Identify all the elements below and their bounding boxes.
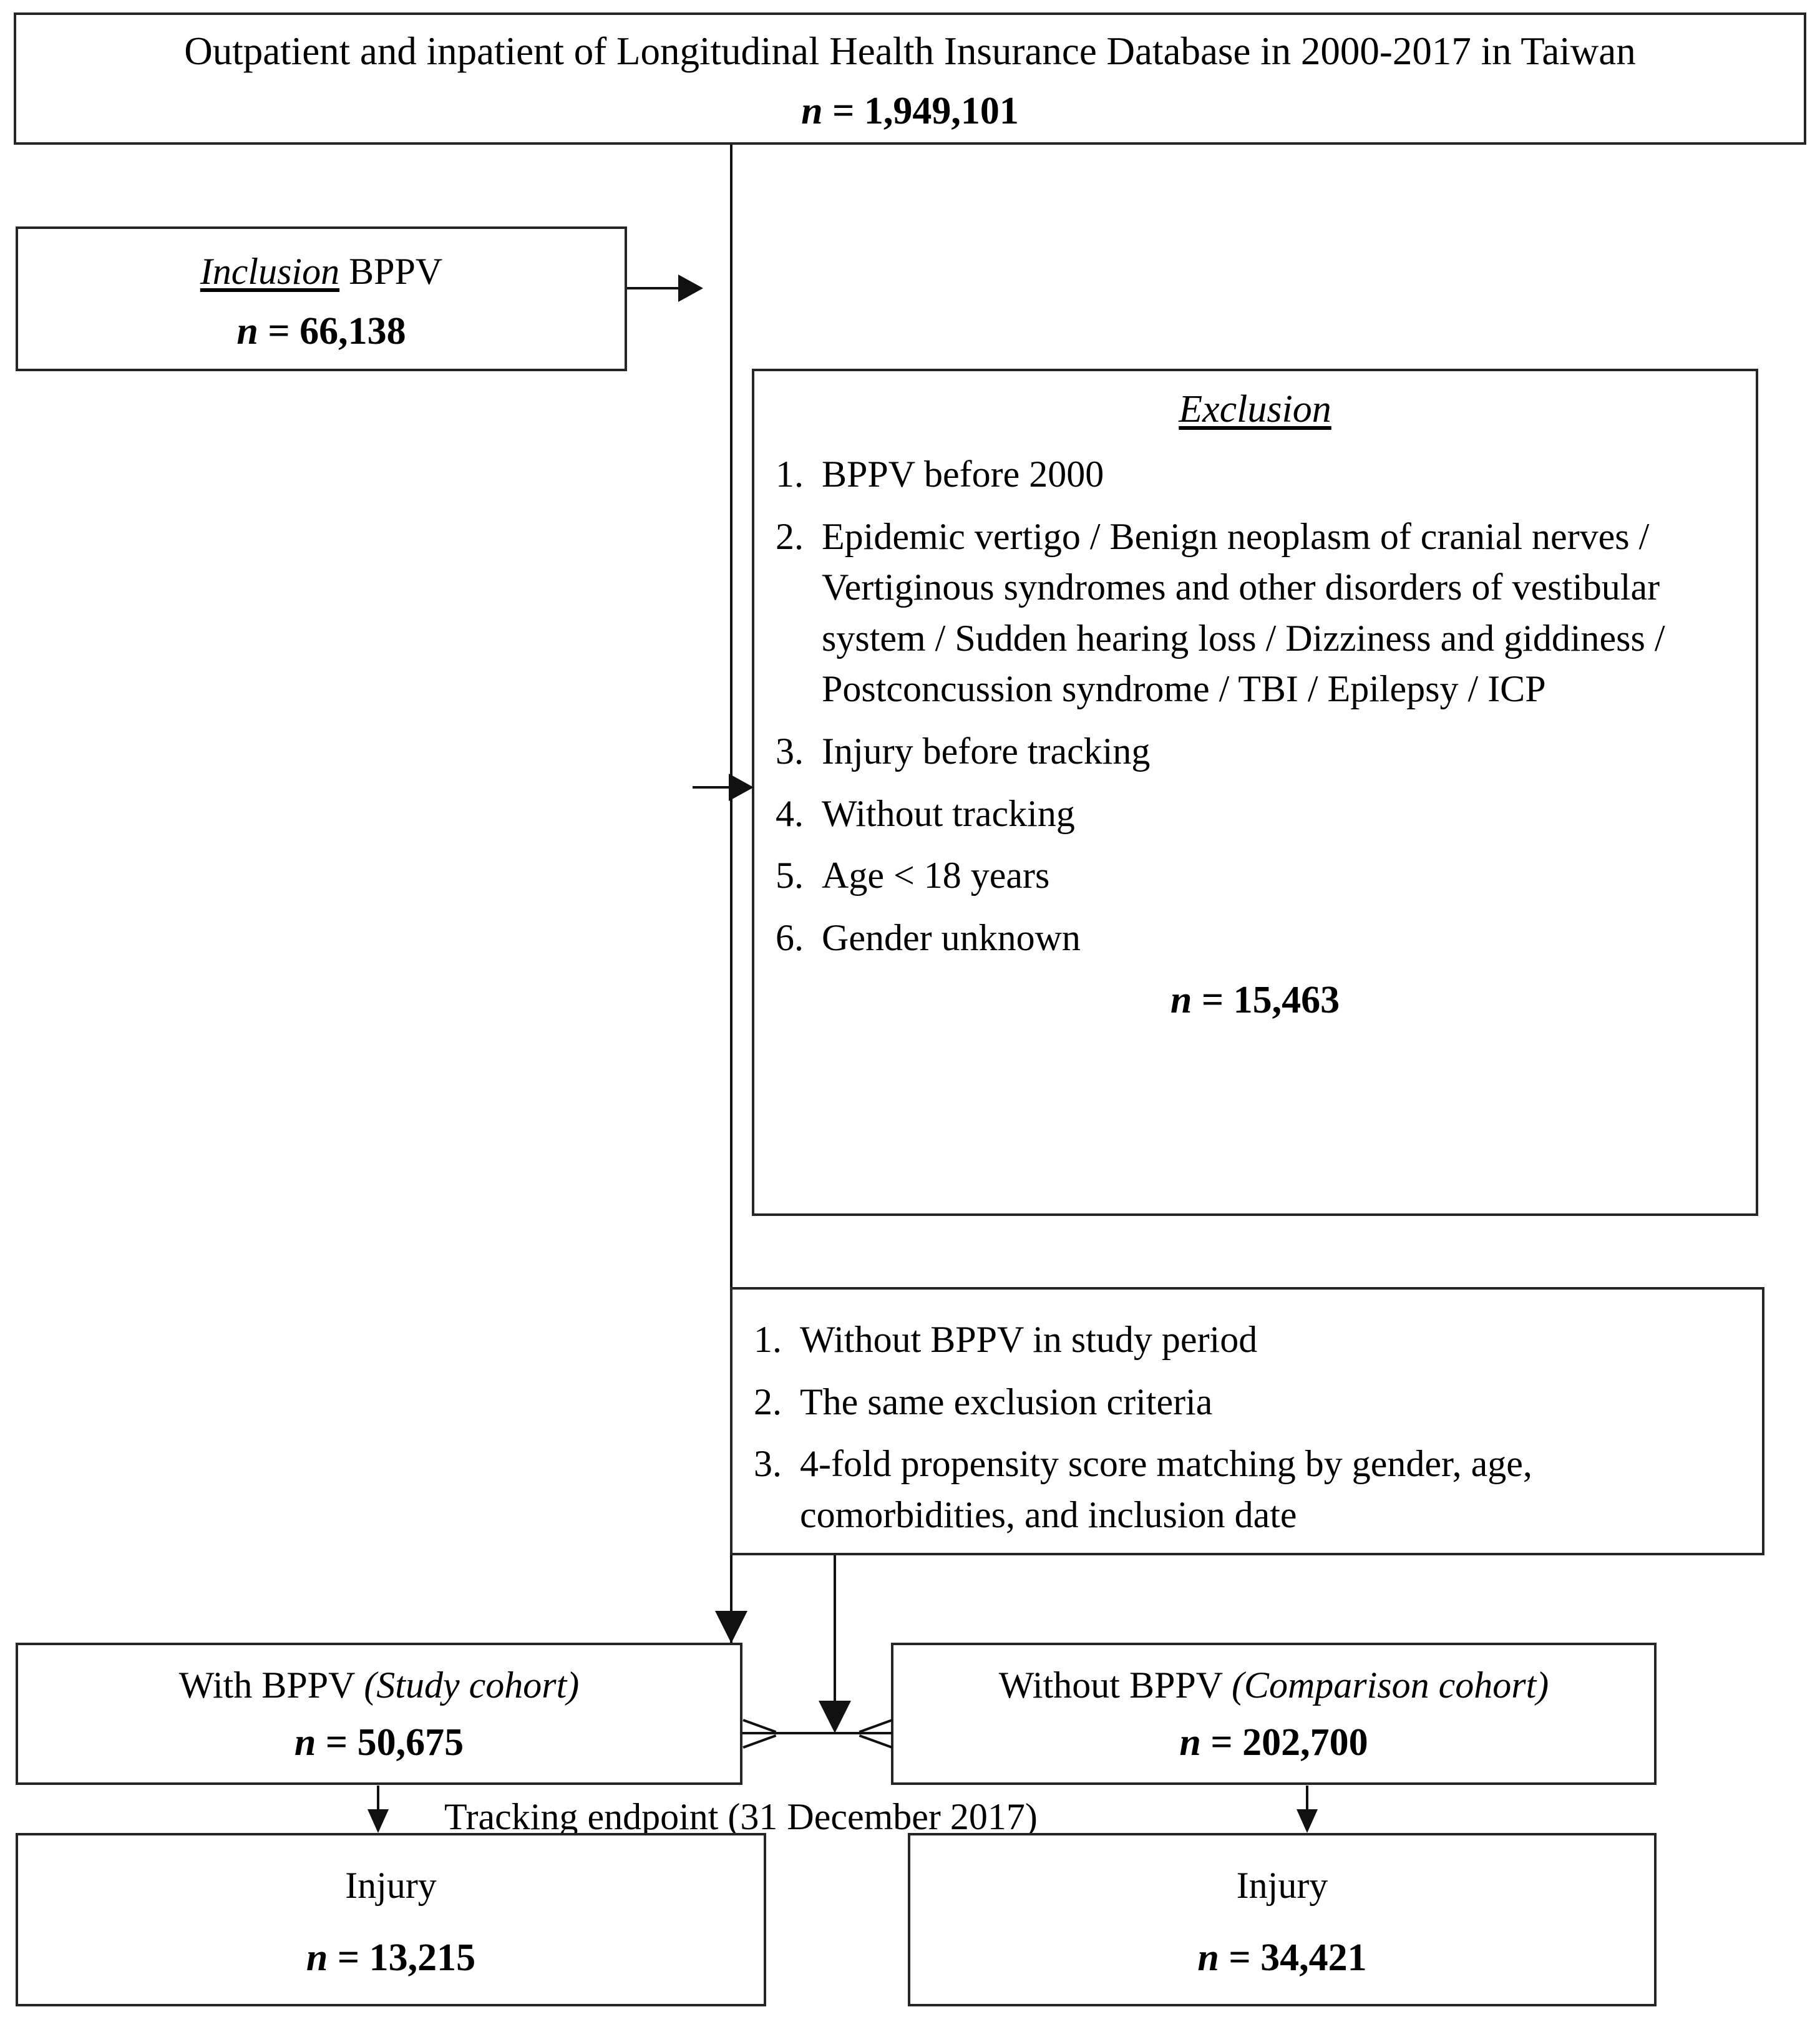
n-symbol: n	[1179, 1721, 1201, 1764]
list-item: 3. Injury before tracking	[776, 726, 1735, 777]
study-cohort-label-italic: (Study cohort)	[364, 1665, 580, 1706]
study-outcome-connector-line	[377, 1786, 379, 1824]
inclusion-count: n = 66,138	[18, 309, 625, 354]
inclusion-connector-arrowhead	[678, 275, 703, 302]
n-equals: =	[328, 1937, 369, 1979]
list-item-text: Without tracking	[822, 792, 1075, 834]
list-item: 2. Epidemic vertigo / Benign neoplasm of …	[776, 512, 1735, 715]
comparison-outcome-arrowhead	[1297, 1809, 1318, 1833]
n-equals: =	[1200, 1721, 1243, 1764]
matching-connector-arrowhead	[819, 1701, 851, 1733]
list-item-text: BPPV before 2000	[822, 454, 1104, 495]
cohort-matching-arrow-left-upper-barb	[742, 1719, 777, 1734]
matching-criteria-list: 1. Without BPPV in study period 2. The sam…	[754, 1315, 1743, 1540]
n-value: 202,700	[1242, 1721, 1368, 1764]
comparison-cohort-box: Without BPPV (Comparison cohort) n = 202…	[891, 1643, 1657, 1785]
comparison-cohort-label-main: Without BPPV	[998, 1665, 1232, 1706]
n-symbol: n	[306, 1937, 328, 1979]
study-outcome-box: Injury n = 13,215	[16, 1833, 766, 2006]
n-value: 66,138	[299, 310, 406, 352]
study-cohort-label: With BPPV (Study cohort)	[18, 1664, 740, 1707]
study-cohort-box: With BPPV (Study cohort) n = 50,675	[16, 1643, 742, 1785]
exclusion-box: Exclusion 1. BPPV before 2000 2. Epidemic …	[752, 369, 1758, 1216]
cohort-matching-arrow-right-lower-barb	[859, 1734, 893, 1749]
n-equals: =	[258, 310, 300, 352]
list-item-text: Gender unknown	[822, 916, 1081, 958]
n-value: 1,949,101	[864, 90, 1019, 132]
list-item-text: Epidemic vertigo / Benign neoplasm of cr…	[822, 515, 1665, 710]
list-item-number: 3.	[754, 1443, 782, 1485]
list-item: 4. Without tracking	[776, 789, 1735, 840]
study-cohort-label-main: With BPPV	[178, 1665, 364, 1706]
list-item-text: Injury before tracking	[822, 730, 1151, 772]
list-item: 1. Without BPPV in study period	[754, 1315, 1743, 1366]
source-population-box: Outpatient and inpatient of Longitudinal…	[14, 12, 1806, 145]
list-item-text: 4-fold propensity score matching by gend…	[800, 1443, 1532, 1535]
list-item-text: Without BPPV in study period	[800, 1319, 1258, 1360]
exclusion-heading-wrap: Exclusion	[776, 387, 1735, 432]
inclusion-box: Inclusion BPPV n = 66,138	[16, 226, 627, 371]
list-item-number: 4.	[776, 792, 804, 834]
list-item: 6. Gender unknown	[776, 913, 1735, 964]
study-outcome-label: Injury	[345, 1865, 437, 1906]
n-symbol: n	[236, 310, 258, 352]
exclusion-criteria-list: 1. BPPV before 2000 2. Epidemic vertigo / …	[776, 449, 1735, 963]
n-equals: =	[822, 90, 864, 132]
list-item-number: 5.	[776, 855, 804, 897]
list-item-number: 2.	[754, 1381, 782, 1422]
comparison-cohort-count: n = 202,700	[893, 1721, 1654, 1765]
comparison-cohort-label: Without BPPV (Comparison cohort)	[893, 1664, 1654, 1707]
n-equals: =	[1192, 979, 1234, 1022]
exclusion-count: n = 15,463	[776, 978, 1735, 1023]
list-item-text: Age < 18 years	[822, 855, 1050, 897]
n-value: 50,675	[357, 1721, 464, 1764]
n-value: 13,215	[369, 1937, 476, 1979]
study-cohort-inbound-arrowhead	[715, 1611, 747, 1643]
comparison-cohort-label-italic: (Comparison cohort)	[1231, 1665, 1549, 1706]
list-item-number: 2.	[776, 515, 804, 557]
n-symbol: n	[1197, 1937, 1219, 1979]
inclusion-suffix: BPPV	[339, 251, 443, 292]
n-value: 34,421	[1260, 1937, 1367, 1979]
exclusion-connector-line	[693, 786, 730, 789]
exclusion-heading: Exclusion	[1179, 388, 1331, 430]
study-outcome-arrowhead	[367, 1809, 389, 1833]
n-symbol: n	[1170, 979, 1192, 1022]
list-item-number: 1.	[776, 454, 804, 495]
n-symbol: n	[801, 90, 823, 132]
inclusion-connector-line	[627, 287, 678, 289]
source-population-count: n = 1,949,101	[16, 89, 1804, 134]
exclusion-connector-arrowhead	[729, 774, 754, 801]
inclusion-keyword: Inclusion	[200, 251, 340, 292]
list-item-number: 6.	[776, 916, 804, 958]
comparison-outcome-box: Injury n = 34,421	[908, 1833, 1657, 2006]
cohort-matching-double-arrow-line	[742, 1732, 892, 1734]
tracking-endpoint-label: Tracking endpoint (31 December 2017)	[444, 1796, 1038, 1837]
n-equals: =	[1219, 1937, 1261, 1979]
main-spine-line	[730, 145, 732, 1648]
matching-criteria-box: 1. Without BPPV in study period 2. The sam…	[730, 1287, 1764, 1555]
cohort-matching-arrow-right-upper-barb	[859, 1719, 893, 1734]
list-item: 5. Age < 18 years	[776, 850, 1735, 902]
list-item: 1. BPPV before 2000	[776, 449, 1735, 500]
inclusion-label: Inclusion BPPV	[18, 250, 625, 293]
comparison-outcome-count: n = 34,421	[910, 1936, 1654, 1980]
list-item-text: The same exclusion criteria	[800, 1381, 1213, 1422]
comparison-outcome-label: Injury	[1236, 1865, 1328, 1906]
matching-connector-line	[834, 1555, 836, 1708]
comparison-outcome-connector-line	[1306, 1786, 1308, 1824]
n-symbol: n	[294, 1721, 316, 1764]
n-equals: =	[316, 1721, 358, 1764]
n-value: 15,463	[1233, 979, 1340, 1022]
list-item: 2. The same exclusion criteria	[754, 1377, 1743, 1428]
source-population-title: Outpatient and inpatient of Longitudinal…	[184, 29, 1636, 73]
study-cohort-count: n = 50,675	[18, 1721, 740, 1765]
list-item: 3. 4-fold propensity score matching by ge…	[754, 1439, 1743, 1540]
list-item-number: 1.	[754, 1319, 782, 1360]
cohort-matching-arrow-left-lower-barb	[742, 1734, 777, 1749]
list-item-number: 3.	[776, 730, 804, 772]
study-outcome-count: n = 13,215	[18, 1936, 764, 1980]
